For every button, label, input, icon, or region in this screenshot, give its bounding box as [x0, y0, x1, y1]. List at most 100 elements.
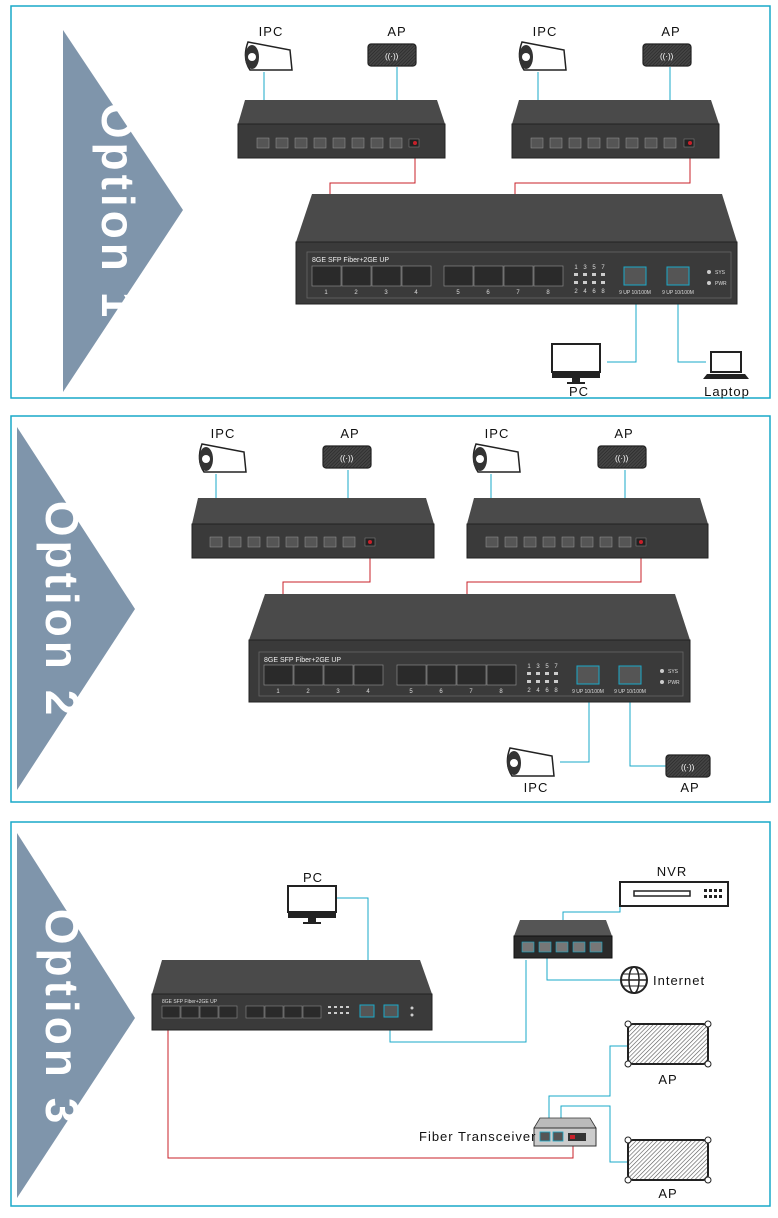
camera-icon	[244, 41, 293, 71]
option-2-arrow	[17, 427, 135, 790]
access-point-icon: ((·))	[642, 43, 692, 67]
nvr-icon	[619, 881, 729, 907]
sys-label: SYS	[715, 270, 726, 276]
uplink-label: 9 UP 10/100M	[662, 290, 694, 296]
sfp-port-label: 7	[469, 689, 473, 695]
svg-text:((·)): ((·))	[660, 52, 674, 61]
fiber-switch: 8GE SFP Fiber+2GE UP	[151, 960, 433, 1031]
poe-switch	[237, 100, 446, 159]
sfp-title: 8GE SFP Fiber+2GE UP	[162, 999, 218, 1005]
option-1-panel: Option 1 IPC ((·)) AP	[10, 5, 771, 399]
poe-switch	[191, 498, 435, 559]
uplink-port	[666, 266, 690, 286]
access-point-icon	[624, 1020, 712, 1068]
option-2-title: Option 2	[36, 501, 88, 720]
sfp-port-label: 8	[546, 290, 550, 296]
uplink-port	[618, 665, 642, 685]
sfp-port-label: 7	[516, 290, 520, 296]
sfp-port-label: 2	[354, 290, 358, 296]
fiber-transceiver-label: Fiber Transceiver	[419, 1129, 536, 1144]
led-label: 4	[583, 289, 587, 295]
ipc-label: IPC	[533, 24, 558, 39]
led-label: 7	[554, 664, 558, 670]
ipc-label: IPC	[211, 426, 236, 441]
fiber-transceiver-icon	[533, 1117, 597, 1147]
led-label: 2	[527, 688, 531, 694]
led-label: 8	[601, 289, 605, 295]
sfp-port-label: 6	[439, 689, 443, 695]
ap-label: AP	[658, 1072, 677, 1087]
ap-label: AP	[387, 24, 406, 39]
pc-label: PC	[303, 870, 323, 885]
option-3-panel: Option 3 PC 8GE SFP Fiber+2GE UP	[10, 821, 771, 1207]
sfp-port-label: 5	[456, 290, 460, 296]
pc-label: PC	[569, 384, 589, 399]
sfp-port-label: 2	[306, 689, 310, 695]
svg-text:((·)): ((·))	[681, 763, 695, 772]
sfp-port-label: 6	[486, 290, 490, 296]
option-1-title: Option 1	[92, 103, 144, 322]
option-3-arrow	[17, 833, 135, 1198]
led-label: 6	[545, 688, 549, 694]
camera-icon	[198, 443, 247, 473]
ap-label: AP	[680, 780, 699, 795]
led-label: 8	[554, 688, 558, 694]
laptop-icon	[703, 351, 749, 379]
uplink-label: 9 UP 10/100M	[614, 689, 646, 695]
svg-text:((·)): ((·))	[340, 454, 354, 463]
sfp-port-label: 4	[414, 290, 418, 296]
access-point-icon: ((·))	[322, 445, 372, 469]
ethernet-switch	[513, 920, 613, 959]
ap-label: AP	[614, 426, 633, 441]
ipc-label: IPC	[485, 426, 510, 441]
monitor-icon	[551, 343, 601, 384]
led-label: 5	[545, 664, 549, 670]
sfp-port-label: 5	[409, 689, 413, 695]
camera-icon	[472, 443, 521, 473]
option-1-arrow	[63, 30, 183, 392]
led-label: 4	[536, 688, 540, 694]
ipc-label: IPC	[259, 24, 284, 39]
sys-label: SYS	[668, 669, 679, 675]
uplink-port	[576, 665, 600, 685]
ap-label: AP	[658, 1186, 677, 1201]
monitor-icon	[287, 885, 337, 924]
uplink-port	[359, 1004, 375, 1018]
led-label: 3	[536, 664, 540, 670]
svg-text:((·)): ((·))	[615, 454, 629, 463]
ipc-label: IPC	[524, 780, 549, 795]
sfp-title: 8GE SFP Fiber+2GE UP	[312, 257, 389, 264]
led-label: 1	[527, 664, 531, 670]
poe-switch	[511, 100, 720, 159]
uplink-label: 9 UP 10/100M	[619, 290, 651, 296]
camera-icon	[518, 41, 567, 71]
access-point-icon: ((·))	[367, 43, 417, 67]
led-label: 1	[574, 265, 578, 271]
access-point-icon: ((·))	[597, 445, 647, 469]
svg-text:((·)): ((·))	[385, 52, 399, 61]
uplink-label: 9 UP 10/100M	[572, 689, 604, 695]
led-label: 5	[592, 265, 596, 271]
sfp-port-label: 3	[336, 689, 340, 695]
internet-label: Internet	[653, 973, 705, 988]
sfp-port-label: 4	[366, 689, 370, 695]
sfp-title: 8GE SFP Fiber+2GE UP	[264, 657, 341, 664]
pwr-label: PWR	[715, 281, 727, 287]
led-label: 3	[583, 265, 587, 271]
fiber-switch: 8GE SFP Fiber+2GE UP 1 2 3 4 5 6 7 8 1 3…	[295, 194, 738, 305]
laptop-label: Laptop	[704, 384, 750, 399]
led-label: 6	[592, 289, 596, 295]
led-label: 2	[574, 289, 578, 295]
uplink-port	[623, 266, 647, 286]
sfp-port-label: 1	[324, 290, 328, 296]
uplink-port	[383, 1004, 399, 1018]
option-2-panel: Option 2 IPC ((·)) AP	[10, 415, 771, 803]
globe-icon	[620, 966, 648, 994]
access-point-icon	[624, 1136, 712, 1184]
option-3-title: Option 3	[36, 909, 88, 1128]
fiber-switch: 8GE SFP Fiber+2GE UP 1 2 3 4 5 6 7 8 1 3…	[248, 594, 691, 703]
poe-switch	[466, 498, 709, 559]
led-label: 7	[601, 265, 605, 271]
sfp-port-label: 8	[499, 689, 503, 695]
camera-icon	[506, 747, 555, 777]
